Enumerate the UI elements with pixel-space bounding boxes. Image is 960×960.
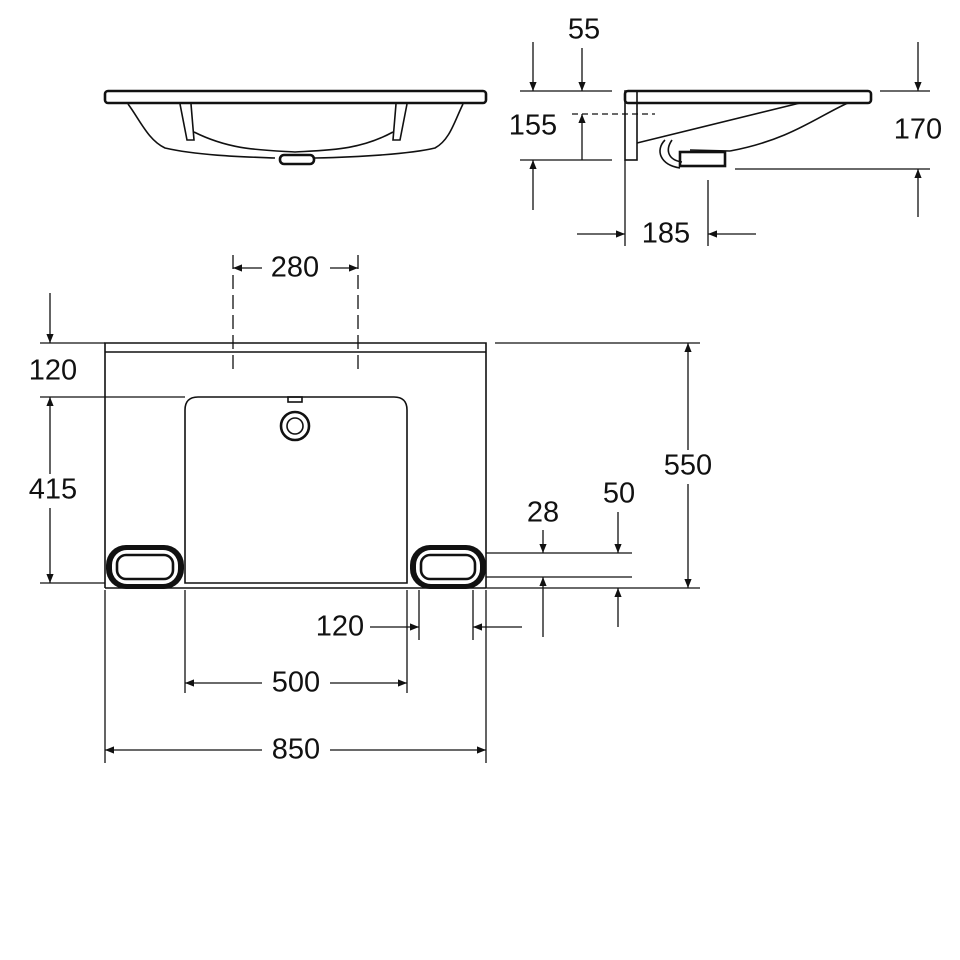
front-basin-curve [193, 131, 394, 153]
plan-basin [184, 396, 408, 584]
overflow [287, 396, 303, 403]
dim-label-185: 185 [642, 218, 690, 250]
dim-label-170: 170 [894, 114, 942, 146]
side-view: 55 155 170 185 [509, 14, 942, 250]
side-bowl-outline [636, 102, 849, 152]
left-grab-handle [106, 545, 184, 589]
dim-label-415: 415 [29, 474, 77, 506]
dim-label-28: 28 [527, 497, 559, 529]
side-rim [623, 89, 873, 105]
side-waste [678, 150, 727, 168]
dim-label-120-bottom: 120 [316, 611, 364, 643]
front-view [103, 89, 488, 166]
plan-outline [104, 342, 487, 588]
front-bowl-outline [127, 103, 464, 159]
dim-label-50: 50 [603, 478, 635, 510]
dim-label-55: 55 [568, 14, 600, 46]
dim-label-550: 550 [664, 450, 712, 482]
dim-label-120-top: 120 [29, 355, 77, 387]
dim-label-280: 280 [271, 252, 319, 284]
plan-view: 280 120 415 550 28 50 120 5 [22, 252, 721, 767]
dim-label-500: 500 [272, 667, 320, 699]
dim-label-850: 850 [272, 734, 320, 766]
dim-label-155: 155 [509, 110, 557, 142]
front-rim [103, 89, 488, 105]
front-drain [278, 153, 316, 166]
drain-outer [279, 410, 311, 442]
drain-inner [286, 417, 304, 435]
front-bowl-supports [179, 103, 408, 141]
right-grab-handle [410, 545, 486, 589]
